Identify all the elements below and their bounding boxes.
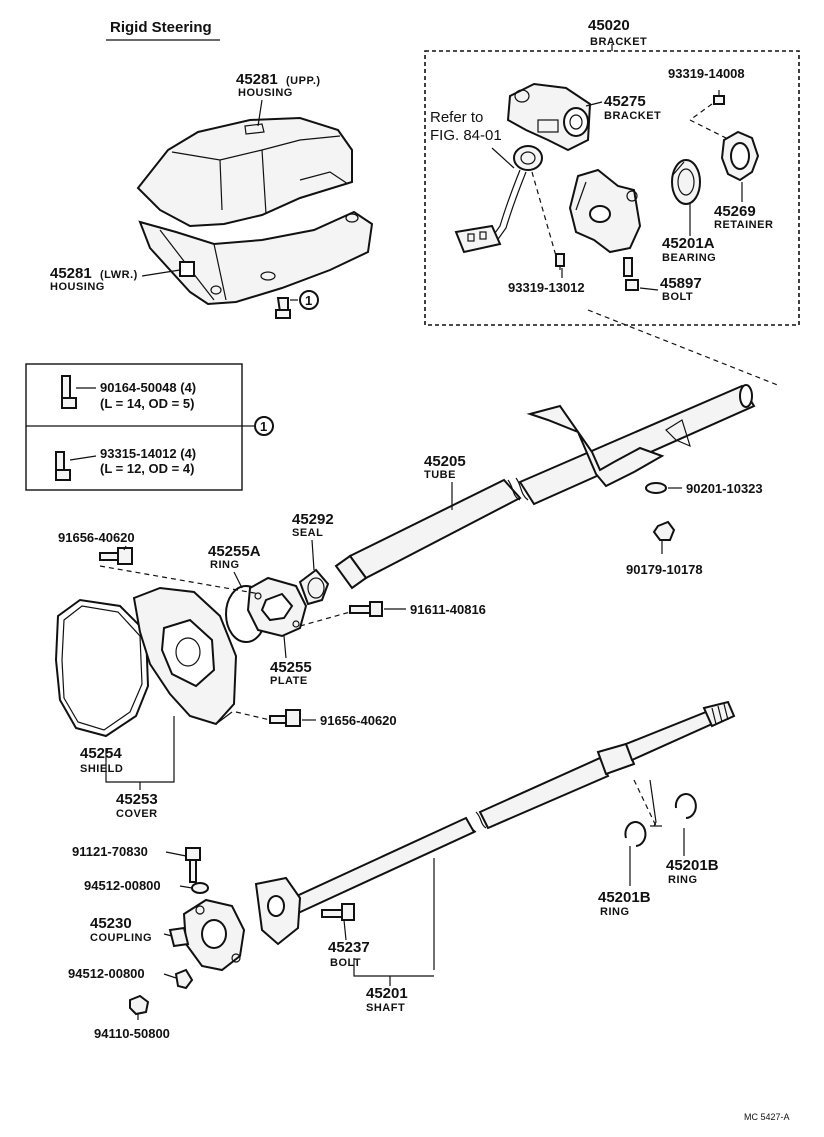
coupling-45230-drawing xyxy=(168,898,246,972)
ring-45201B-right-drawing xyxy=(674,793,697,819)
washer-94512-bottom-drawing xyxy=(174,968,194,990)
ring-45201B-left-number: 45201B xyxy=(598,889,651,906)
shaft-45201-name: SHAFT xyxy=(366,1002,405,1014)
refer-note-line2: FIG. 84-01 xyxy=(430,127,502,144)
bracket-assy-name: BRACKET xyxy=(590,36,647,48)
housing-lower-drawing xyxy=(138,210,374,306)
screw-93315-number: 93315-14012 (4) xyxy=(100,446,196,461)
ring-45201B-right-name: RING xyxy=(668,874,698,886)
cover-45253-number: 45253 xyxy=(116,791,158,808)
retainer-45269-drawing xyxy=(720,130,760,182)
seal-45292-name: SEAL xyxy=(292,527,323,539)
nut-94110-number: 94110-50800 xyxy=(94,1026,170,1041)
bolt-91656-top-drawing xyxy=(99,547,133,565)
nut-90179-drawing xyxy=(652,520,676,541)
refer-note-line1: Refer to xyxy=(430,109,483,126)
washer-90201-drawing xyxy=(645,482,667,494)
screw-90164-drawing xyxy=(61,375,77,409)
circle-ref-marker-housing xyxy=(299,290,319,310)
bolt-91656-top-number: 91656-40620 xyxy=(58,530,135,545)
bolt-91121-drawing xyxy=(185,847,201,883)
housing-lower-number: 45281 xyxy=(50,265,92,282)
bolt-91611-drawing xyxy=(349,601,383,617)
ring-45255A-number: 45255A xyxy=(208,543,261,560)
ring-45201B-left-name: RING xyxy=(600,906,630,918)
bracket-45275-name: BRACKET xyxy=(604,110,661,122)
bolt-45897-name: BOLT xyxy=(662,291,693,303)
bolt-45897-drawing xyxy=(623,257,639,291)
shield-45254-number: 45254 xyxy=(80,745,122,762)
bearing-45201A-number: 45201A xyxy=(662,235,715,252)
housing-screw-drawing xyxy=(275,297,298,319)
housing-upper-name: HOUSING xyxy=(238,87,293,99)
screw-90164-number: 90164-50048 (4) xyxy=(100,380,196,395)
ring-45201B-left-drawing xyxy=(624,821,647,847)
housing-upper-number: 45281 xyxy=(236,71,278,88)
coupling-45230-name: COUPLING xyxy=(90,932,152,944)
bolt-45897-number: 45897 xyxy=(660,275,702,292)
housing-lower-qualifier: (LWR.) xyxy=(100,269,138,281)
ignition-switch-connector-drawing xyxy=(454,145,543,254)
shaft-45201-drawing xyxy=(254,700,736,946)
bolt-91656-bottom-drawing xyxy=(269,709,301,727)
bolt-45237-number: 45237 xyxy=(328,939,370,956)
bearing-45201A-drawing xyxy=(671,159,701,205)
nut-90179-number: 90179-10178 xyxy=(626,562,703,577)
housing-lower-name: HOUSING xyxy=(50,281,105,293)
ring-45255A-name: RING xyxy=(210,559,240,571)
circle-ref-label-kit: 1 xyxy=(260,419,267,434)
screw-93315-drawing xyxy=(55,451,71,481)
screw-93319-13012-drawing xyxy=(555,253,565,270)
footer-figure-code: MC 5427-A xyxy=(744,1112,790,1122)
housing-upper-drawing xyxy=(136,116,353,228)
screw-93319-14008-drawing xyxy=(713,90,725,105)
circle-ref-label-housing: 1 xyxy=(305,293,312,308)
bracket-assy-number: 45020 xyxy=(588,17,630,34)
tube-45205-number: 45205 xyxy=(424,453,466,470)
housing-upper-qualifier: (UPP.) xyxy=(286,75,321,87)
plate-45255-name: PLATE xyxy=(270,675,308,687)
plate-45255-drawing xyxy=(246,576,308,638)
coupling-45230-number: 45230 xyxy=(90,915,132,932)
bracket-group-frame xyxy=(424,50,800,326)
screw-93319-14008-number: 93319-14008 xyxy=(668,66,745,81)
retainer-45269-name: RETAINER xyxy=(714,219,773,231)
screw-90164-spec: (L = 14, OD = 5) xyxy=(100,396,194,411)
bracket-45275-number: 45275 xyxy=(604,93,646,110)
shield-45254-drawing xyxy=(54,598,150,738)
circle-ref-marker-kit xyxy=(254,416,274,436)
cover-45253-drawing xyxy=(132,586,238,726)
cover-45253-name: COVER xyxy=(116,808,158,820)
washer-94512-bottom-number: 94512-00800 xyxy=(68,966,145,981)
seal-45292-number: 45292 xyxy=(292,511,334,528)
bracket-lower-piece-drawing xyxy=(568,168,642,254)
bolt-45237-name: BOLT xyxy=(330,957,361,969)
washer-94512-top-number: 94512-00800 xyxy=(84,878,161,893)
seal-45292-drawing xyxy=(298,568,330,606)
tube-45205-drawing xyxy=(334,384,756,590)
washer-94512-top-drawing xyxy=(191,882,209,894)
bolt-91611-number: 91611-40816 xyxy=(410,602,486,617)
screw-kit-box xyxy=(25,363,243,491)
screw-93315-spec: (L = 12, OD = 4) xyxy=(100,461,194,476)
shield-45254-name: SHIELD xyxy=(80,763,123,775)
bearing-45201A-name: BEARING xyxy=(662,252,716,264)
tube-45205-name: TUBE xyxy=(424,469,456,481)
plate-45255-number: 45255 xyxy=(270,659,312,676)
screw-93319-13012-number: 93319-13012 xyxy=(508,280,585,295)
washer-90201-number: 90201-10323 xyxy=(686,481,763,496)
retainer-45269-number: 45269 xyxy=(714,203,756,220)
bolt-91121-number: 91121-70830 xyxy=(72,844,148,859)
bracket-45275-drawing xyxy=(506,82,592,152)
diagram-title: Rigid Steering xyxy=(110,19,212,36)
nut-94110-drawing xyxy=(129,994,150,1016)
ring-45201B-right-number: 45201B xyxy=(666,857,719,874)
bolt-91656-bottom-number: 91656-40620 xyxy=(320,713,397,728)
bolt-45237-drawing xyxy=(321,903,355,921)
shaft-45201-number: 45201 xyxy=(366,985,408,1002)
